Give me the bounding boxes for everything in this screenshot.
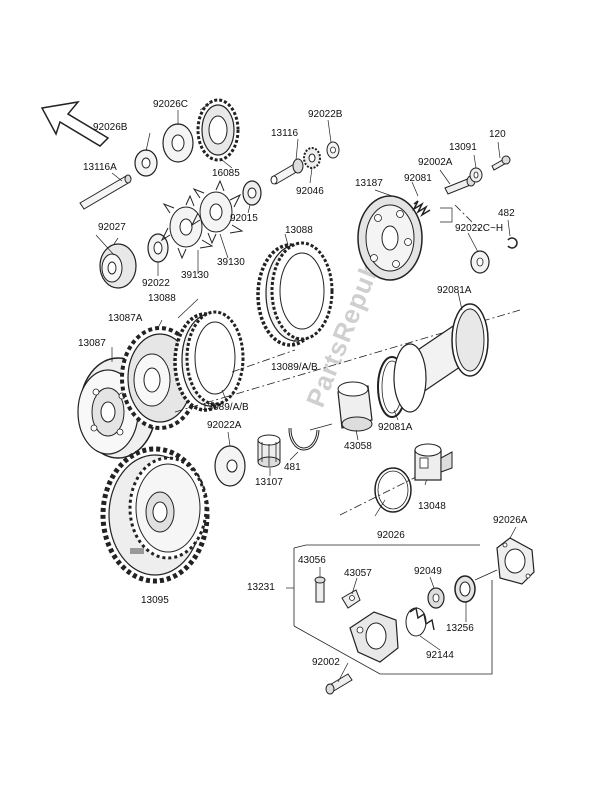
label-13087A: 13087A — [108, 313, 143, 324]
bolt-92002 — [325, 673, 353, 695]
front-arrow-icon — [40, 100, 110, 147]
plate-stack-13088-right — [256, 241, 334, 347]
label-92002: 92002 — [312, 657, 340, 668]
pin-13116 — [270, 158, 304, 185]
bolt-43056 — [314, 576, 326, 603]
clutch-housing-13095 — [100, 446, 210, 584]
label-92022C-H: 92022C~H — [455, 223, 504, 234]
spring-92081 — [412, 200, 431, 218]
label-13231: 13231 — [247, 582, 275, 593]
washer-92026C — [162, 123, 194, 163]
label-13256: 13256 — [446, 623, 474, 634]
label-13088-b: 13088 — [285, 225, 313, 236]
ring-92026 — [374, 467, 412, 513]
label-43056: 43056 — [298, 555, 326, 566]
washer-92022 — [147, 233, 169, 263]
label-92026B: 92026B — [93, 122, 128, 133]
nut-92015 — [242, 180, 262, 206]
bushing-43058 — [337, 381, 373, 432]
cam-13048 — [414, 443, 453, 481]
label-92081A-top: 92081A — [437, 285, 472, 296]
label-92081A-bottom: 92081A — [378, 422, 413, 433]
label-92022A: 92022A — [207, 420, 242, 431]
label-13107: 13107 — [255, 477, 283, 488]
label-13116: 13116 — [271, 128, 299, 139]
washer-92022B — [326, 141, 340, 159]
washer-92022A — [214, 445, 246, 487]
plate-stack-13088-left — [173, 310, 245, 412]
label-92081: 92081 — [404, 173, 432, 184]
label-92026C: 92026C — [153, 99, 189, 110]
sprocket-16085 — [196, 98, 240, 162]
label-13087: 13087 — [78, 338, 106, 349]
hub-92027 — [99, 243, 137, 289]
clip-482 — [507, 237, 518, 249]
label-481: 481 — [284, 462, 301, 473]
label-13116A: 13116A — [83, 162, 117, 173]
spring-plate-39130-b — [190, 179, 244, 245]
label-120: 120 — [489, 129, 506, 140]
label-92027: 92027 — [98, 222, 126, 233]
label-92002A: 92002A — [418, 157, 453, 168]
label-482: 482 — [498, 208, 515, 219]
shim-92022CH — [470, 250, 490, 274]
bearing-13256 — [454, 569, 498, 603]
label-13187: 13187 — [355, 178, 383, 189]
seal-92049 — [427, 587, 445, 609]
label-43058: 43058 — [344, 441, 372, 452]
label-92022: 92022 — [142, 278, 170, 289]
screw-120 — [491, 155, 511, 171]
label-92144: 92144 — [426, 650, 454, 661]
leader-lines — [95, 101, 517, 580]
cover-92026A — [496, 537, 535, 585]
label-92049: 92049 — [414, 566, 442, 577]
label-13089-b: 13089/A/B — [202, 402, 249, 413]
circlip-481 — [288, 427, 320, 451]
label-16085: 16085 — [212, 168, 240, 179]
sleeve-92081A-large — [393, 303, 489, 413]
label-92026: 92026 — [377, 530, 405, 541]
label-13089-a: 13089/A/B — [271, 362, 318, 373]
label-13088-a: 13088 — [148, 293, 176, 304]
shaft-13116A — [79, 174, 132, 210]
pressure-plate-13187 — [357, 195, 423, 281]
label-43057: 43057 — [344, 568, 372, 579]
leader-lines-lower — [286, 567, 467, 683]
bearing-92046 — [303, 147, 321, 169]
label-13048: 13048 — [418, 501, 446, 512]
label-92022B: 92022B — [308, 109, 343, 120]
label-92015: 92015 — [230, 213, 258, 224]
release-body-13231 — [349, 611, 399, 663]
washer-13091 — [469, 167, 483, 183]
assembly-box-13231 — [293, 544, 493, 675]
label-13091: 13091 — [449, 142, 477, 153]
label-39130-a: 39130 — [181, 270, 209, 281]
label-92046: 92046 — [296, 186, 324, 197]
washer-92026B — [134, 149, 158, 177]
spring-92144 — [405, 606, 435, 637]
label-92026A: 92026A — [493, 515, 528, 526]
sleeve-13107 — [257, 434, 281, 468]
lever-43057 — [341, 589, 361, 609]
label-13095: 13095 — [141, 595, 169, 606]
label-39130-b: 39130 — [217, 257, 245, 268]
spring-plate-39130-a — [160, 194, 214, 260]
